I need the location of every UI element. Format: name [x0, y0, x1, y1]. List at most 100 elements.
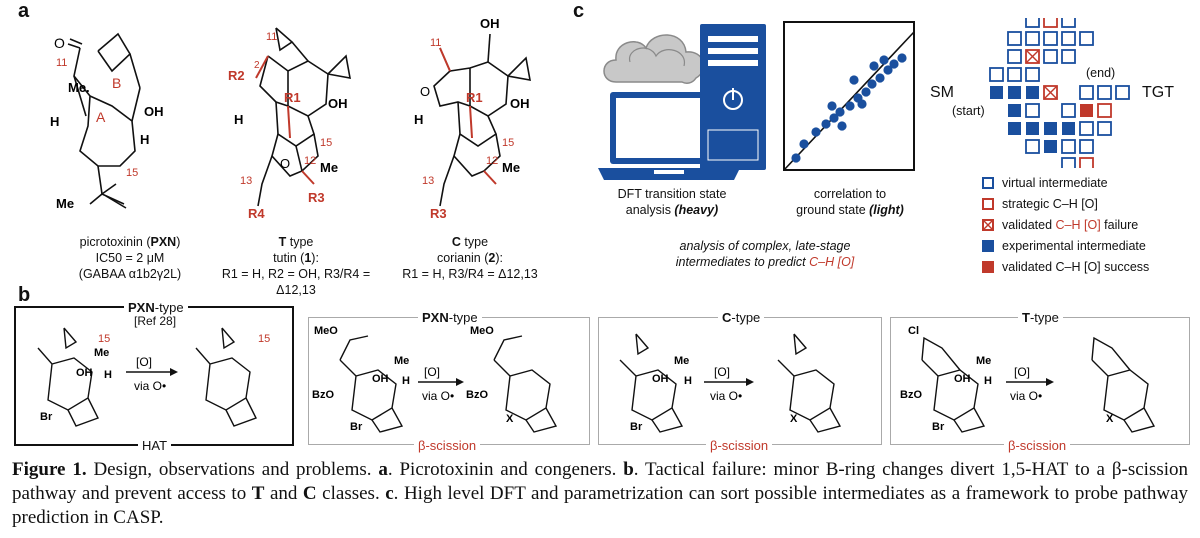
- tutin-n15: 15: [320, 137, 332, 149]
- box2-via: via O•: [422, 389, 454, 403]
- scatter-point: [897, 53, 907, 63]
- tutin-n12: 12: [304, 155, 316, 167]
- pxn-oh: OH: [144, 104, 164, 119]
- scatter-point: [827, 101, 837, 111]
- grid-cell: [1115, 85, 1130, 100]
- pxn-me: Me.: [68, 80, 90, 95]
- sm-label: SM: [930, 84, 954, 101]
- corianin-h1: H: [414, 112, 423, 127]
- corianin-n13: 13: [422, 175, 434, 187]
- caption-b: b: [623, 459, 634, 480]
- tutin-r2: R2: [228, 68, 245, 83]
- box1-me: Me: [94, 347, 109, 359]
- corianin-name: corianin (: [436, 251, 489, 265]
- grid-cell: [1061, 18, 1076, 28]
- caption-t: T: [251, 483, 265, 504]
- corianin-n12: 12: [486, 155, 498, 167]
- corianin-o: O: [420, 84, 430, 99]
- pxn-h1: H: [50, 114, 59, 129]
- box2-meo1: MeO: [314, 325, 338, 337]
- box1-via: via O•: [134, 379, 166, 393]
- legend-text-post: failure: [1100, 218, 1139, 232]
- grid-cell: [1062, 122, 1075, 135]
- end-label: (end): [1086, 66, 1116, 80]
- box3-oh: OH: [652, 373, 669, 385]
- corianin-num: 2: [488, 251, 496, 265]
- grid-cell: [1097, 103, 1112, 118]
- grid-cell: [1043, 49, 1058, 64]
- box2-x: X: [506, 413, 514, 425]
- corianin-oh2: OH: [510, 96, 530, 111]
- corianin-subst: R1 = H, R3/R4 = Δ12,13: [402, 267, 538, 281]
- scatter-point: [811, 127, 821, 137]
- box4-title-bold: T: [1022, 310, 1030, 325]
- grid-cell: [1007, 49, 1022, 64]
- intermediate-grid: [989, 18, 1130, 168]
- tutin-r3: R3: [308, 190, 325, 205]
- corianin-name-end: ):: [495, 251, 503, 265]
- caption-c: c: [385, 483, 394, 504]
- box2-h: H: [402, 375, 410, 387]
- corr-caption-bold: (light): [869, 203, 904, 217]
- analysis-line1: analysis of complex, late-stage: [679, 239, 851, 253]
- scatter-point: [849, 75, 859, 85]
- figure-caption: Figure 1. Design, observations and probl…: [12, 458, 1188, 530]
- grid-cell: [1079, 31, 1094, 46]
- box3-h: H: [684, 375, 692, 387]
- legend-row: validated C–H [O] failure: [982, 216, 1138, 234]
- grid-cell: [1043, 18, 1058, 28]
- tutin-o: O: [280, 156, 290, 171]
- tutin-me: Me: [320, 160, 338, 175]
- corianin-me: Me: [502, 160, 520, 175]
- grid-cell: [1061, 157, 1076, 168]
- grid-cell: [1044, 140, 1057, 153]
- panel-label-b: b: [18, 284, 31, 306]
- legend-row: virtual intermediate: [982, 174, 1108, 192]
- tutin-structure: 11 R2 2 R1 OH H 15 12 Me 13 R3 R4 O: [228, 27, 351, 220]
- box4-oxidant: [O]: [1014, 365, 1030, 379]
- box4-title-rest: -type: [1029, 310, 1059, 325]
- box3-br: Br: [630, 421, 643, 433]
- grid-cell: [1025, 18, 1040, 28]
- pxn-name-end: ): [176, 235, 181, 249]
- box4-reaction: [O] via O• Cl BzO Me OH H Br X: [900, 325, 1156, 433]
- caption-classes: classes.: [316, 483, 386, 504]
- legend-row: strategic C–H [O]: [982, 195, 1098, 213]
- box2-oxidant: [O]: [424, 365, 440, 379]
- cloud-icon: [603, 34, 705, 84]
- box4-me: Me: [976, 355, 991, 367]
- grid-cell: [1043, 31, 1058, 46]
- caption-and: and: [264, 483, 303, 504]
- box2-meo2: MeO: [470, 325, 494, 337]
- box1-oh: OH: [76, 367, 93, 379]
- corianin-type-word: type: [460, 235, 489, 249]
- corianin-type-letter: C: [451, 235, 461, 249]
- box1-title: PXN-type: [124, 300, 188, 315]
- caption-fig: Figure 1.: [12, 459, 87, 480]
- corianin-r1: R1: [466, 90, 483, 105]
- scatter-point: [829, 113, 839, 123]
- analysis-caption: analysis of complex, late-stage intermed…: [640, 238, 890, 270]
- caption-c-text: . High level DFT and parametrization can…: [12, 483, 1188, 528]
- tutin-subst: R1 = H, R2 = OH, R3/R4 = Δ12,13: [221, 267, 371, 297]
- box3-title-rest: -type: [731, 310, 761, 325]
- box1-oxidant: [O]: [136, 355, 152, 369]
- box3-oxidant: [O]: [714, 365, 730, 379]
- pxn-n11: 11: [56, 57, 67, 69]
- grid-cell: [1025, 139, 1040, 154]
- grid-cell: [1008, 122, 1021, 135]
- caption-b-text: . Tactical failure: minor B-ring changes…: [12, 459, 1189, 504]
- tutin-caption: T type tutin (1): R1 = H, R2 = OH, R3/R4…: [206, 234, 386, 298]
- panel-label-a: a: [18, 0, 30, 22]
- box1-ref: [Ref 28]: [134, 314, 177, 328]
- box3-reaction: [O] via O• Me OH H Br X: [619, 333, 842, 433]
- tutin-num: 1: [304, 251, 312, 265]
- grid-cell-cross: [1043, 85, 1058, 100]
- grid-cell: [1007, 31, 1022, 46]
- grid-cell: [1097, 121, 1112, 136]
- pxn-caption: picrotoxinin (PXN) IC50 = 2 μM (GABAA α1…: [40, 234, 220, 282]
- analysis-line2: intermediates to predict: [675, 255, 810, 269]
- box1-br: Br: [40, 411, 53, 423]
- pxn-n15: 15: [126, 167, 138, 179]
- box2-oh: OH: [372, 373, 389, 385]
